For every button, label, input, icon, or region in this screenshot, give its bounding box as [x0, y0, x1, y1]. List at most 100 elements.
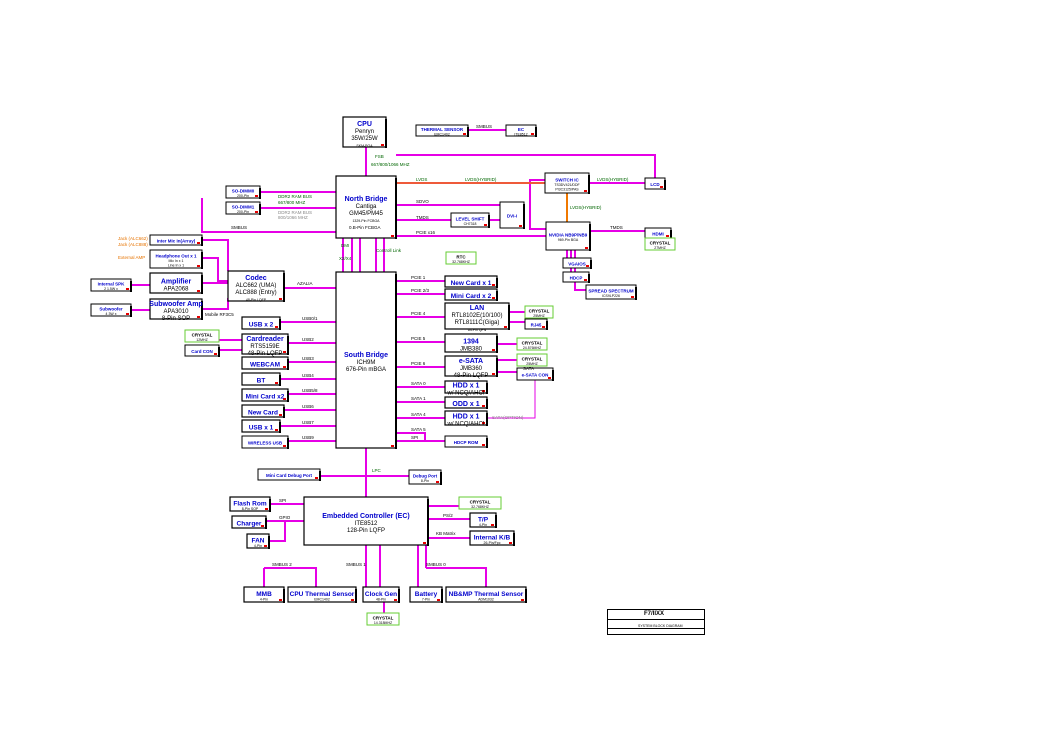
bt-title: BT — [257, 377, 266, 384]
bus-wire — [269, 521, 286, 542]
block-wireless-usb: WIRELESS USB — [241, 435, 289, 449]
box-shadow — [395, 274, 397, 449]
box-shadow — [395, 178, 397, 239]
switch-ic-sub-0: TS3DV421/DDF — [554, 183, 579, 187]
ieee1394-sub-0: JMB380 — [460, 346, 483, 352]
crystal-esata-sub-0: 25MHZ — [526, 362, 538, 366]
mini-card-x2-title: Mini Card x2 — [246, 393, 285, 400]
debug-port-sub-0: 8-Pin — [421, 479, 429, 483]
box-shadow — [486, 413, 488, 426]
bus-wire — [202, 257, 228, 282]
box-shadow — [201, 301, 203, 320]
page-ref-marker — [261, 525, 264, 527]
codec-title: Codec — [245, 275, 267, 282]
box-shadow — [467, 127, 469, 137]
crystal-esata-box — [516, 353, 548, 367]
label-usb9: USB9 — [302, 435, 314, 440]
south-bridge-title: South Bridge — [344, 352, 388, 359]
box-shadow — [398, 589, 400, 603]
ec-sub-1: 128-Pin LQFP — [347, 528, 385, 534]
switch-ic-title: SWITCH IC — [555, 177, 579, 182]
so-dimm-2-title: SO-DIMM1 — [232, 204, 255, 209]
page-ref-marker — [482, 390, 485, 392]
box-shadow — [486, 399, 488, 409]
crystal-ec-title: CRYSTAL — [470, 499, 491, 504]
internal-kb-title: Internal K/B — [474, 534, 511, 541]
label-pcie_x16: PCIE x16 — [416, 230, 436, 235]
nb-thermal-title: NB&MP Thermal Sensor — [449, 591, 524, 598]
bus-wire — [202, 239, 229, 271]
webcam-title: WEBCAM — [250, 361, 280, 368]
label-usb3: USB3 — [302, 356, 314, 361]
block-esata-con: e-SATA CON — [516, 367, 554, 381]
label-fsb: FSB — [375, 154, 384, 159]
title-sheet: SYSTEM BLOCK DIAGRAM — [638, 624, 683, 628]
block-hdcp-rom: HDCP ROM — [444, 435, 488, 448]
fan-sub-0: 4-Pin — [254, 544, 262, 548]
page-ref-marker — [283, 398, 286, 400]
mini-card-debug-title: Mini Card Debug Port — [266, 473, 313, 478]
tp-sub-0: 4-Pin — [479, 523, 487, 527]
label-spi: SPI — [411, 435, 418, 440]
box-shadow — [496, 358, 498, 377]
page-ref-marker — [491, 524, 494, 526]
charger-title: Charger — [237, 520, 262, 527]
cpu-sub-1: 35W/25W — [351, 136, 378, 142]
label-lvds_hybrid: LVDS(HYBRID) — [465, 177, 497, 182]
label-smbus1: SMBUS 1 — [346, 562, 366, 567]
page-ref-marker — [492, 373, 495, 375]
box-shadow — [287, 336, 289, 355]
crystal-ec-sub-0: 32.768KHZ — [471, 505, 490, 509]
block-mini-card-2: Mini Card x 2 — [444, 288, 498, 301]
label-jack_l1: Jack (ALC662) — [118, 236, 148, 241]
ec-title: Embedded Controller (EC) — [322, 513, 410, 520]
switch-ic-sub-1: PI3C3125/PAS — [555, 187, 579, 191]
label-external_amp: External AMP — [118, 255, 145, 260]
page-ref-marker — [504, 326, 507, 328]
flash-rom-sub-0: 8-Pin SOP — [242, 507, 259, 511]
box-shadow — [525, 589, 527, 603]
block-rj45: RJ45 — [524, 318, 548, 330]
label-azalia: AZALIA — [297, 281, 313, 286]
bus-wire — [487, 380, 536, 419]
label-nb_uma: 0.B-Pin FCBGA — [349, 225, 381, 230]
page-ref-marker — [631, 296, 634, 298]
page-ref-marker — [542, 326, 545, 328]
page-ref-marker — [519, 225, 522, 227]
int-mic-title: Inter Mic In(Array) — [157, 238, 196, 243]
spread-spectrum-title: SPREAD SPECTRUM — [588, 288, 634, 293]
int-spk-title: Internal SPK — [98, 281, 126, 286]
box-shadow — [287, 391, 289, 402]
block-lan: LANRTL8102E(10/100)RTL8111C(Giga)64-Pin … — [444, 302, 510, 332]
label-tmds: TMDS — [416, 215, 429, 220]
box-shadow — [496, 278, 498, 288]
box-shadow — [635, 287, 637, 300]
label-usb0: USB0/1 — [302, 316, 318, 321]
block-charger: Charger — [231, 515, 267, 529]
block-card-con: Card CON — [184, 344, 220, 357]
nvidia-box — [545, 221, 591, 251]
level-shift-sub-0: CH7318 — [464, 222, 477, 226]
crystal-clk-sub-0: 14.318MHZ — [374, 621, 393, 625]
cpu-thermal-title: CPU Thermal Sensor — [290, 591, 355, 598]
box-shadow — [440, 472, 442, 485]
label-ddr2_b_speed: 800/1066 MHZ — [278, 215, 308, 220]
subwoofer-sub-0: 4 3W x — [106, 312, 117, 316]
page-ref-marker — [492, 284, 495, 286]
bus-wire — [574, 250, 586, 291]
north-bridge-box — [335, 175, 397, 239]
hdd2-title: HDD x 1 — [453, 413, 480, 420]
box-shadow — [488, 215, 490, 228]
int-spk-sub-0: 2 1.5W x — [104, 287, 118, 291]
block-hdd1: HDD x 1w/ NCQ/AHCI — [444, 380, 488, 396]
label-lvds: LVDS — [416, 177, 427, 182]
label-smbus0: SMBUS 0 — [426, 562, 446, 567]
